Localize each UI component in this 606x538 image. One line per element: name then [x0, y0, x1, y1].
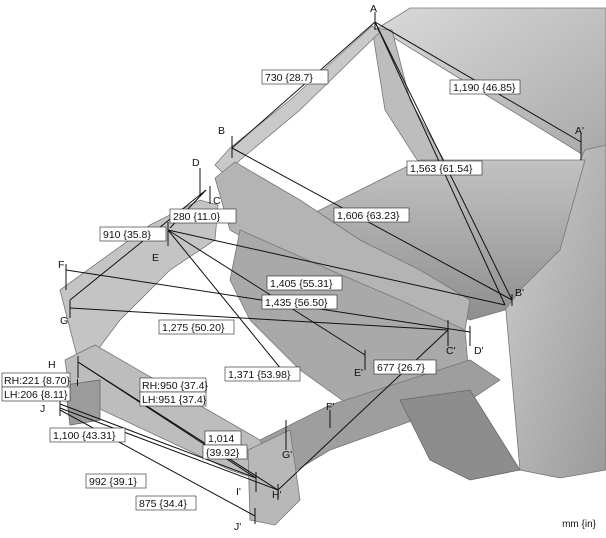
point-j: J: [40, 403, 45, 415]
point-i-prime: I': [236, 486, 241, 498]
point-c-prime: C': [446, 345, 456, 357]
dim-a-b2: 1,563 {61.54}: [410, 163, 473, 175]
dim-line-e2-h2: [277, 329, 449, 491]
left-apron: [59, 199, 219, 361]
dim-h-i2-in: {39.92}: [206, 447, 240, 459]
point-d-prime: D': [474, 345, 484, 357]
dim-line-j-j2: [59, 409, 256, 517]
dim-d-g: 910 {35.8}: [103, 229, 151, 241]
point-e-prime: E': [354, 367, 363, 379]
dim-line-e-f2: [167, 229, 291, 381]
dim-j-j2: 875 {34.4}: [139, 498, 187, 510]
units-label: mm {in}: [562, 519, 596, 530]
point-b-prime: B': [515, 287, 524, 299]
point-f-prime: F': [326, 401, 334, 413]
point-e: E: [152, 252, 159, 264]
point-labels: A A' B B' C C' D D' E E' F F' G G' H H' …: [40, 3, 584, 533]
point-g: G: [60, 315, 68, 327]
dim-c-d: 280 {11.0}: [173, 211, 221, 223]
dim-f-d2: 1,435 {56.50}: [265, 297, 328, 309]
radiator-support: [247, 429, 301, 526]
dim-line-e-e2: [167, 229, 366, 356]
dim-b-b2: 1,606 {63.23}: [337, 210, 400, 222]
lower-body: [399, 389, 521, 481]
dim-line-a-left: [231, 21, 376, 149]
dim-a-a2: 1,190 {46.85}: [453, 82, 516, 94]
point-a-prime: A': [575, 125, 584, 137]
point-h-prime: H': [272, 489, 282, 501]
point-b: B: [218, 125, 225, 137]
dim-line-g-c2: [69, 307, 449, 331]
dim-h-rh: RH:221 {8.70}: [4, 375, 70, 387]
dim-i-lh: LH:951 {37.4}: [142, 394, 207, 406]
dim-h-i2-mm: 1,014: [208, 433, 234, 445]
point-f: F: [58, 259, 64, 271]
dim-g-c2: 1,275 {50.20}: [162, 322, 225, 334]
dim-line-b-b2: [231, 147, 513, 301]
point-j-prime: J': [234, 521, 241, 533]
dimension-labels: 730 {28.7} 1,190 {46.85} 1,563 {61.54} 1…: [1, 69, 521, 511]
dim-line-j-i2: [59, 403, 257, 479]
dim-j-h2: 992 {39.1}: [89, 476, 137, 488]
dim-h-lh: LH:206 {8.11}: [4, 389, 68, 401]
dim-line-j-h2: [59, 407, 279, 491]
dim-a-upper-left: 730 {28.7}: [265, 72, 313, 84]
point-g-prime: G': [282, 449, 292, 461]
point-a: A: [370, 3, 377, 15]
dim-e-f2: 1,371 {53.98}: [228, 369, 291, 381]
dim-e2-h2: 677 {26.7}: [377, 362, 425, 374]
dim-line-d-g: [69, 189, 207, 301]
point-d: D: [192, 157, 200, 169]
point-c: C: [213, 195, 221, 207]
dim-j-i2: 1,100 {43.31}: [53, 430, 116, 442]
dim-line-e-b2: [167, 229, 506, 306]
dim-i-rh: RH:950 {37.4}: [142, 380, 208, 392]
point-h: H: [48, 359, 56, 371]
point-i: I: [76, 377, 79, 389]
dim-e-b2: 1,405 {55.31}: [270, 278, 333, 290]
